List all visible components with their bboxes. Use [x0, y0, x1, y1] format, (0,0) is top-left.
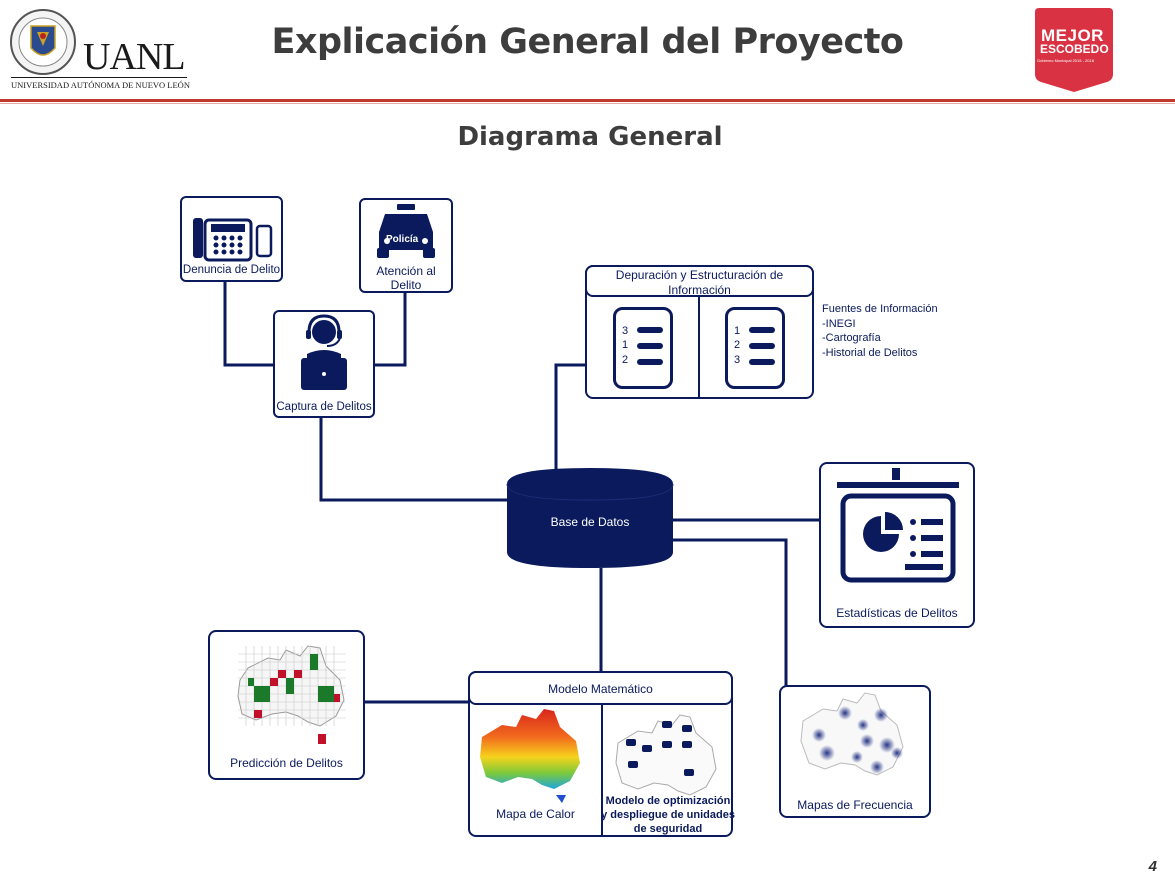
denuncia-node: Denuncia de Delito: [180, 196, 283, 282]
list-right-2: 2: [734, 339, 741, 351]
frecuencia-label: Mapas de Frecuencia: [797, 798, 913, 812]
escobedo-badge-icon: [1035, 8, 1113, 92]
denuncia-label: Denuncia de Delito: [182, 264, 281, 276]
depuracion-label-2: Información: [668, 283, 731, 297]
escobedo-line1: MEJOR: [1041, 26, 1104, 45]
optimizacion-label-2: y despliegue de unidades: [601, 809, 735, 821]
list-left-3: 2: [622, 354, 629, 366]
patrol-units-map-icon: [615, 714, 717, 796]
uanl-name: UANL: [83, 36, 186, 78]
diagram-subtitle: Diagrama General: [457, 122, 723, 152]
list-left-1: 3: [622, 325, 629, 337]
atencion-label-2: Delito: [390, 278, 422, 292]
fuentes-inegi: -INEGI: [822, 317, 856, 330]
modelo-divider: [601, 705, 603, 835]
fuentes-title: Fuentes de Información: [822, 303, 938, 315]
heat-map-icon: [480, 709, 580, 803]
prediction-grid-map-icon: [237, 645, 346, 744]
depuracion-divider: [698, 297, 700, 397]
estadisticas-label: Estadísticas de Delitos: [836, 606, 958, 620]
modelo-header: [468, 671, 733, 705]
prediccion-node: Predicción de Delitos: [208, 630, 365, 780]
uanl-full-name: UNIVERSIDAD AUTÓNOMA DE NUEVO LEÓN: [11, 80, 190, 90]
presentation-board-icon: [837, 468, 959, 583]
page-number: 4: [1148, 858, 1157, 875]
depuracion-label-1: Depuración y Estructuración de: [615, 268, 784, 282]
modelo-node: Modelo Matemático Mapa de Calor Modelo d…: [468, 671, 735, 837]
captura-node: Captura de Delitos: [273, 310, 375, 418]
escobedo-line2: ESCOBEDO: [1040, 42, 1109, 56]
atencion-label-1: Atención al: [376, 264, 436, 278]
depuracion-header: [585, 265, 814, 297]
fuentes-list: Fuentes de Información -INEGI -Cartograf…: [822, 302, 938, 360]
escobedo-logo: MEJOR ESCOBEDO Gobierno Municipal 2015 -…: [1033, 8, 1115, 92]
depuracion-node: Depuración y Estructuración de Informaci…: [585, 265, 814, 399]
atencion-node: Policía Atención al Delito: [359, 198, 453, 293]
list-right-3: 3: [734, 354, 741, 366]
list-right-1: 1: [734, 325, 741, 337]
list-left-2: 1: [622, 339, 629, 351]
database-icon: [506, 468, 674, 568]
uanl-seal-icon: [10, 9, 76, 75]
policia-text: Policía: [386, 234, 419, 245]
uanl-logo: [10, 6, 190, 92]
modelo-label: Modelo Matemático: [548, 682, 653, 696]
uanl-divider: [11, 77, 187, 78]
base-datos-label: Base de Datos: [550, 515, 630, 529]
frequency-map-icon: [800, 692, 904, 776]
frecuencia-node: Mapas de Frecuencia: [779, 685, 931, 818]
page-title: Explicación General del Proyecto: [271, 22, 904, 62]
header-rule-light: [0, 103, 1175, 104]
optimizacion-label-3: de seguridad: [633, 823, 703, 835]
fuentes-cartografia: -Cartografía: [822, 332, 881, 344]
header-rule: [0, 99, 1175, 102]
prediccion-label: Predicción de Delitos: [230, 756, 343, 770]
operator-icon: [301, 314, 347, 390]
sorted-list-icon: [725, 307, 785, 389]
telephone-icon: [193, 218, 273, 262]
optimizacion-label-1: Modelo de optimización: [605, 795, 731, 807]
mapa-calor-label: Mapa de Calor: [496, 807, 575, 821]
captura-label: Captura de Delitos: [276, 401, 372, 413]
escobedo-tag: Gobierno Municipal 2015 - 2018: [1037, 58, 1094, 63]
police-car-icon: [377, 204, 435, 258]
fuentes-historial: -Historial de Delitos: [822, 346, 918, 359]
unsorted-list-icon: [613, 307, 673, 389]
estadisticas-node: Estadísticas de Delitos: [819, 462, 975, 628]
